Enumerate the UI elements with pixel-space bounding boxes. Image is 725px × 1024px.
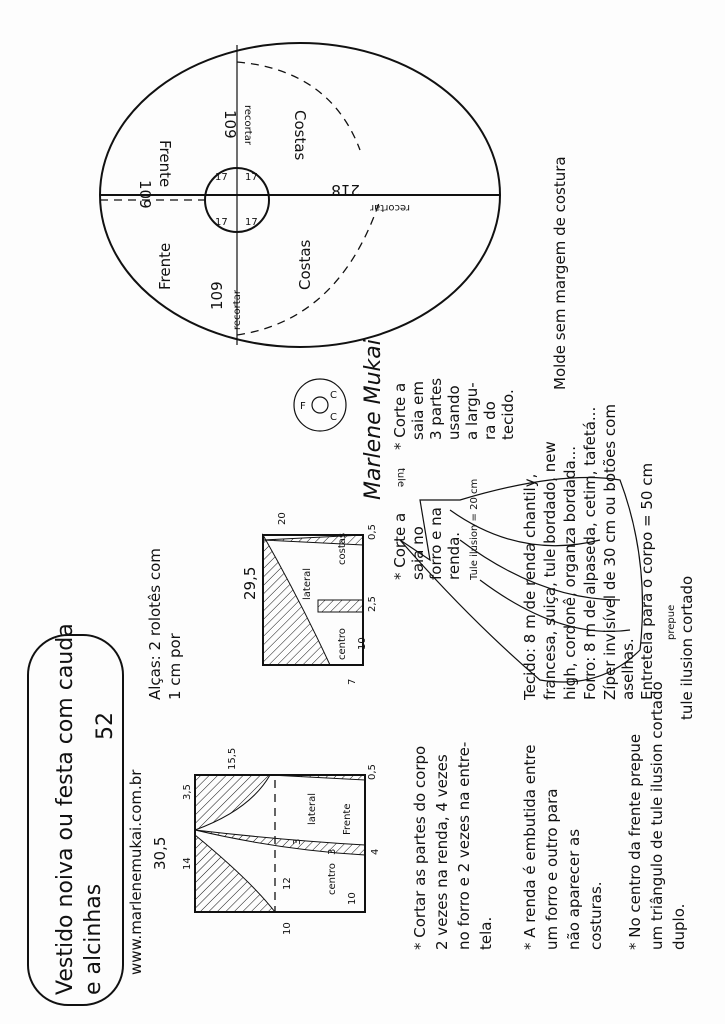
svg-text:centro: centro bbox=[327, 863, 338, 895]
measure-17c: 17 bbox=[215, 217, 228, 228]
svg-text:um forro e outro para: um forro e outro para bbox=[543, 789, 561, 950]
alcas-note: Alças: 2 rolotês com 1 cm por bbox=[146, 548, 184, 700]
svg-text:2,5: 2,5 bbox=[367, 596, 378, 612]
svg-text:tela.: tela. bbox=[477, 917, 495, 950]
svg-text:3,5: 3,5 bbox=[182, 784, 193, 800]
svg-text:forro e na: forro e na bbox=[427, 507, 445, 580]
lace-note: * A renda é embutida entre um forro e ou… bbox=[521, 745, 605, 950]
measure-109-left: 109 bbox=[136, 180, 154, 209]
svg-text:usando: usando bbox=[445, 385, 463, 440]
skirt-heading: Molde sem margem de costura bbox=[551, 156, 569, 390]
title-line2: e alcinhas bbox=[81, 884, 106, 995]
skirt-cut-note: * Corte a saia em 3 partes usando a larg… bbox=[391, 378, 517, 450]
svg-text:29,5: 29,5 bbox=[241, 567, 259, 600]
label-costas-top: Costas bbox=[291, 110, 309, 161]
svg-text:no forro e 2 vezes na entre-: no forro e 2 vezes na entre- bbox=[455, 742, 473, 950]
measure-109-bottom: 109 bbox=[208, 281, 226, 310]
label-recortar-top: recortar bbox=[242, 105, 253, 146]
svg-text:20: 20 bbox=[277, 512, 288, 525]
dress-label-tule-ilusion: tule ilusion cortado bbox=[678, 576, 696, 720]
svg-text:costas: costas bbox=[337, 533, 348, 565]
svg-text:Frente: Frente bbox=[342, 804, 353, 835]
svg-text:0,5: 0,5 bbox=[367, 524, 378, 540]
front-bodice-diagram: lateral Frente centro 30,5 15,5 3,5 14 0… bbox=[151, 748, 381, 935]
measure-109-top: 109 bbox=[221, 110, 239, 139]
title-line1: Vestido noiva ou festa com cauda bbox=[53, 623, 78, 995]
svg-text:3: 3 bbox=[327, 849, 338, 855]
svg-text:C: C bbox=[330, 390, 337, 401]
svg-text:duplo.: duplo. bbox=[670, 904, 688, 950]
svg-text:um triângulo de tule ilusion c: um triângulo de tule ilusion cortado bbox=[648, 681, 666, 950]
svg-text:30,5: 30,5 bbox=[151, 837, 169, 870]
svg-text:ra do: ra do bbox=[481, 401, 499, 440]
mini-skirt-diagram: F C C bbox=[293, 378, 347, 432]
center-note: * No centro da frente prepue um triângul… bbox=[626, 681, 688, 950]
measure-218: 218 bbox=[331, 181, 360, 199]
svg-text:C: C bbox=[330, 412, 337, 423]
svg-text:15,5: 15,5 bbox=[227, 748, 238, 770]
svg-text:francesa, suiça, tule bordado,: francesa, suiça, tule bordado, new bbox=[541, 441, 559, 700]
svg-text:14: 14 bbox=[182, 857, 193, 870]
svg-text:* Cortar as partes do corpo: * Cortar as partes do corpo bbox=[411, 746, 429, 950]
svg-text:renda.: renda. bbox=[445, 532, 463, 580]
svg-text:tecido.: tecido. bbox=[499, 389, 517, 440]
svg-text:high, cordonê, organza bordada: high, cordonê, organza bordada... bbox=[561, 446, 579, 700]
svg-text:costuras.: costuras. bbox=[587, 881, 605, 950]
label-recortar-mid: recortar bbox=[369, 202, 410, 213]
svg-text:Tule ilusion = 20 cm: Tule ilusion = 20 cm bbox=[469, 479, 480, 581]
measure-17a: 17 bbox=[215, 172, 228, 183]
svg-text:Entretela para o corpo = 50 cm: Entretela para o corpo = 50 cm bbox=[638, 463, 656, 700]
measure-17b: 17 bbox=[245, 172, 258, 183]
svg-text:* No centro da frente prepue: * No centro da frente prepue bbox=[626, 734, 644, 950]
svg-text:3 partes: 3 partes bbox=[427, 378, 445, 440]
svg-text:Tecido: 8 m de renda chantil: Tecido: 8 m de renda chantily, bbox=[521, 474, 539, 701]
svg-text:Alças: 2 rolotês com: Alças: 2 rolotês com bbox=[146, 548, 164, 700]
svg-text:3: 3 bbox=[292, 839, 303, 845]
svg-text:a largu-: a largu- bbox=[463, 382, 481, 440]
dress-label-tule: tule bbox=[395, 468, 406, 487]
svg-text:10: 10 bbox=[282, 922, 293, 935]
svg-text:F: F bbox=[300, 401, 306, 412]
svg-text:Forro: 8 m de alpaseda, ceti: Forro: 8 m de alpaseda, cetim, tafetá... bbox=[581, 407, 599, 700]
recortar-curve-bottom bbox=[236, 199, 381, 336]
svg-text:7: 7 bbox=[347, 679, 358, 685]
svg-text:Zíper invisível de 30 cm ou bo: Zíper invisível de 30 cm ou botões com bbox=[601, 404, 619, 700]
materials-list: Tecido: 8 m de renda chantily, francesa,… bbox=[521, 404, 656, 701]
recortar-curve-top bbox=[236, 61, 361, 151]
svg-text:2 vezes na renda, 4 vezes: 2 vezes na renda, 4 vezes bbox=[433, 754, 451, 950]
title-number: 52 bbox=[93, 712, 118, 740]
cut-note: * Cortar as partes do corpo 2 vezes na r… bbox=[411, 742, 495, 950]
signature: Marlene Mukai bbox=[361, 339, 386, 500]
label-recortar-bottom: recortar bbox=[232, 289, 243, 330]
svg-text:saia no: saia no bbox=[409, 526, 427, 580]
svg-text:* Corte a: * Corte a bbox=[391, 383, 409, 450]
svg-text:10: 10 bbox=[357, 637, 368, 650]
label-costas-bottom: Costas bbox=[296, 239, 314, 290]
title-bubble: Vestido noiva ou festa com cauda e alcin… bbox=[27, 623, 124, 1006]
svg-text:* Corte a: * Corte a bbox=[391, 513, 409, 580]
back-bodice-diagram: costas lateral centro 29,5 20 0,5 2,5 10… bbox=[241, 512, 378, 685]
svg-text:não aparecer as: não aparecer as bbox=[565, 829, 583, 950]
svg-text:4: 4 bbox=[370, 849, 381, 855]
svg-text:10: 10 bbox=[347, 892, 358, 905]
measure-17d: 17 bbox=[245, 217, 258, 228]
svg-text:12: 12 bbox=[282, 877, 293, 890]
svg-text:saia em: saia em bbox=[409, 381, 427, 440]
svg-text:1 cm por: 1 cm por bbox=[166, 632, 184, 700]
svg-text:* A renda é embutida entre: * A renda é embutida entre bbox=[521, 745, 539, 950]
label-frente-top: Frente bbox=[156, 140, 174, 187]
label-frente-bottom: Frente bbox=[156, 243, 174, 290]
svg-text:lateral: lateral bbox=[302, 568, 313, 600]
website[interactable]: www.marlenemukai.com.br bbox=[127, 769, 145, 975]
svg-text:aselhas.: aselhas. bbox=[619, 638, 637, 700]
svg-text:0,5: 0,5 bbox=[367, 764, 378, 780]
dress-sketch: tule prepue tule ilusion cortado bbox=[395, 468, 696, 720]
dress-label-prepue: prepue bbox=[666, 605, 677, 640]
svg-text:lateral: lateral bbox=[307, 793, 318, 825]
lining-note: * Corte a saia no forro e na renda. Tule… bbox=[391, 479, 480, 581]
svg-text:centro: centro bbox=[337, 628, 348, 660]
